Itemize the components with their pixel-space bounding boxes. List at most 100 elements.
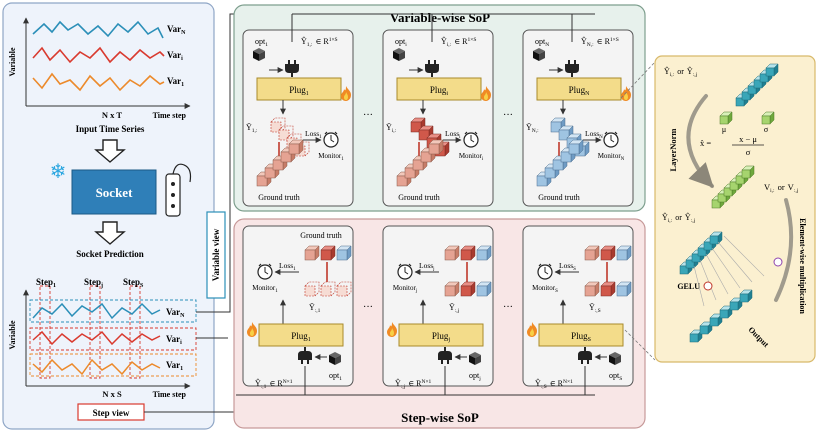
ewm-label: Element-wise multiplication xyxy=(798,218,807,314)
step-panel-1: Ground truth Monitor1 Loss1 Ȳ:,1 Plug1 o… xyxy=(242,225,354,395)
var-ellipsis-1: ··· xyxy=(363,110,373,121)
step-label-1: Step1 xyxy=(36,277,56,289)
input-dims: N x T xyxy=(102,110,122,120)
snowflake-icon: ❄ xyxy=(50,161,67,183)
label-var-n: VarN xyxy=(167,24,186,36)
opt-label: optS xyxy=(609,371,622,382)
ground-truth-label: Ground truth xyxy=(538,193,580,202)
plug-module[interactable] xyxy=(536,77,622,101)
pred-series-var-1 xyxy=(32,358,161,376)
opt-label: opti xyxy=(395,37,407,48)
opt-label: optN xyxy=(535,37,549,48)
predicted-cubes-col xyxy=(584,281,632,297)
socket-label: Socket xyxy=(96,185,134,200)
input-time-series-chart: Variable VarN Vari Var1 N x T Time step xyxy=(8,17,191,120)
ground-truth-cubes-col xyxy=(584,245,632,261)
yhat-label: Ŷ1,:∈ R1×S xyxy=(301,36,338,48)
step-view-label: Step view xyxy=(93,408,130,418)
sigma-label: σ xyxy=(764,125,769,134)
var-panel-frame xyxy=(242,29,354,207)
plug-label: Plugi xyxy=(430,85,449,97)
variable-view-box xyxy=(206,211,226,299)
ybar-label: Ȳ:,1 xyxy=(309,303,321,314)
socket-box xyxy=(71,169,157,215)
plug-detail-panel xyxy=(654,55,816,363)
var-row-n xyxy=(29,299,197,323)
var-panel-frame xyxy=(522,29,634,207)
monitor-icon xyxy=(463,131,479,148)
caption-input-time-series: Input Time Series xyxy=(76,124,145,134)
predicted-cubes-col xyxy=(444,281,492,297)
var-panel-n: optN ŶN,:∈ R1×S PlugN ȲN,: LossN Monitor… xyxy=(522,14,634,207)
pred-label-var-1: Var1 xyxy=(166,360,183,372)
yhat-label: ŶN,:∈ R1×S xyxy=(581,36,619,48)
pred-dims: N x S xyxy=(102,389,122,399)
loss-label: LossS xyxy=(559,261,576,272)
layernorm-label: LayerNorm xyxy=(668,129,678,172)
plug-module[interactable] xyxy=(256,77,342,101)
step-label-s: StepS xyxy=(123,277,144,289)
plug-module[interactable] xyxy=(258,323,344,347)
opt-label: opt1 xyxy=(329,371,342,382)
norm-formula-lhs: x̂ = xyxy=(700,138,711,148)
var-panel-frame xyxy=(382,29,494,207)
pred-x-axis-label: Time step xyxy=(153,390,187,399)
ybar-label: Ȳi,: xyxy=(386,123,397,134)
plug-label: Plugj xyxy=(432,331,451,343)
monitor-icon xyxy=(397,263,413,280)
layernorm-stats: μ σ x̂ = x − μ σ xyxy=(700,111,775,157)
monitor-label: Monitorj xyxy=(393,284,417,294)
down-arrow-2 xyxy=(94,221,126,245)
loss-label: LossN xyxy=(585,129,603,140)
var-row-i xyxy=(29,327,197,351)
step-panel-j: Monitorj Lossj Ȳ:,j Plugj optj Ŷ:,j∈ RN×… xyxy=(382,225,494,395)
socket-block: ❄ Socket xyxy=(50,161,192,217)
loss-label: Loss1 xyxy=(279,261,296,272)
ground-truth-label: Ground truth xyxy=(398,193,440,202)
monitor-label: Monitori xyxy=(459,152,484,162)
step-wise-sop-title: Step-wise SoP xyxy=(401,410,479,425)
loss-label: Loss1 xyxy=(305,129,322,140)
pred-series-var-i xyxy=(32,330,161,346)
plug-label: Plug1 xyxy=(289,85,309,97)
var-ellipsis-2: ··· xyxy=(503,110,513,121)
yhat-label: Ŷ:,j∈ RN×1 xyxy=(395,378,432,390)
caption-socket-prediction: Socket Prediction xyxy=(76,249,144,259)
mu-label: μ xyxy=(722,125,726,134)
variable-wise-sop-title: Variable-wise SoP xyxy=(390,10,490,25)
ewm-curve-arrow xyxy=(774,198,794,302)
step-column-j xyxy=(89,285,101,379)
series-var-i xyxy=(32,46,165,64)
down-arrow-1 xyxy=(94,139,126,163)
monitor-label: MonitorS xyxy=(532,284,558,294)
plug-module[interactable] xyxy=(538,323,624,347)
detail-link-bottom xyxy=(624,329,656,361)
monitor-icon xyxy=(603,131,619,148)
ybar-label: Ȳ:,j xyxy=(449,303,460,314)
series-var-n xyxy=(32,20,164,39)
layernorm-curve-arrow xyxy=(686,94,714,188)
step-ellipsis-1: ··· xyxy=(363,302,373,313)
loss-label: Lossi xyxy=(445,129,461,140)
step-panel-s: MonitorS LossS Ȳ:,S PlugS optS Ŷ:,S∈ RN×… xyxy=(522,225,634,395)
monitor-icon xyxy=(323,131,339,148)
pred-label-var-i: Vari xyxy=(166,334,182,346)
pred-series-var-n xyxy=(32,302,161,320)
var-row-1 xyxy=(29,353,197,377)
prediction-chart: Variable Step1 Stepj StepS VarN Vari Var… xyxy=(8,277,197,399)
ground-truth-label: Ground truth xyxy=(300,231,342,240)
plug-module[interactable] xyxy=(396,77,482,101)
step-label-j: Stepj xyxy=(84,277,103,289)
var-panel-1: opt1 Ŷ1,:∈ R1×S Plug1 Ȳ1,: Loss1 Monitor… xyxy=(242,14,354,207)
monitor-label: Monitor1 xyxy=(252,284,278,294)
opt-label: opt1 xyxy=(255,37,268,48)
ybar-label: Ȳ1,: xyxy=(246,123,258,134)
variable-view-label: Variable view xyxy=(211,228,221,281)
plug-module[interactable] xyxy=(398,323,484,347)
gelu-fan xyxy=(693,235,765,307)
input-x-axis-label: Time step xyxy=(153,111,187,120)
label-var-i: Vari xyxy=(167,50,183,62)
